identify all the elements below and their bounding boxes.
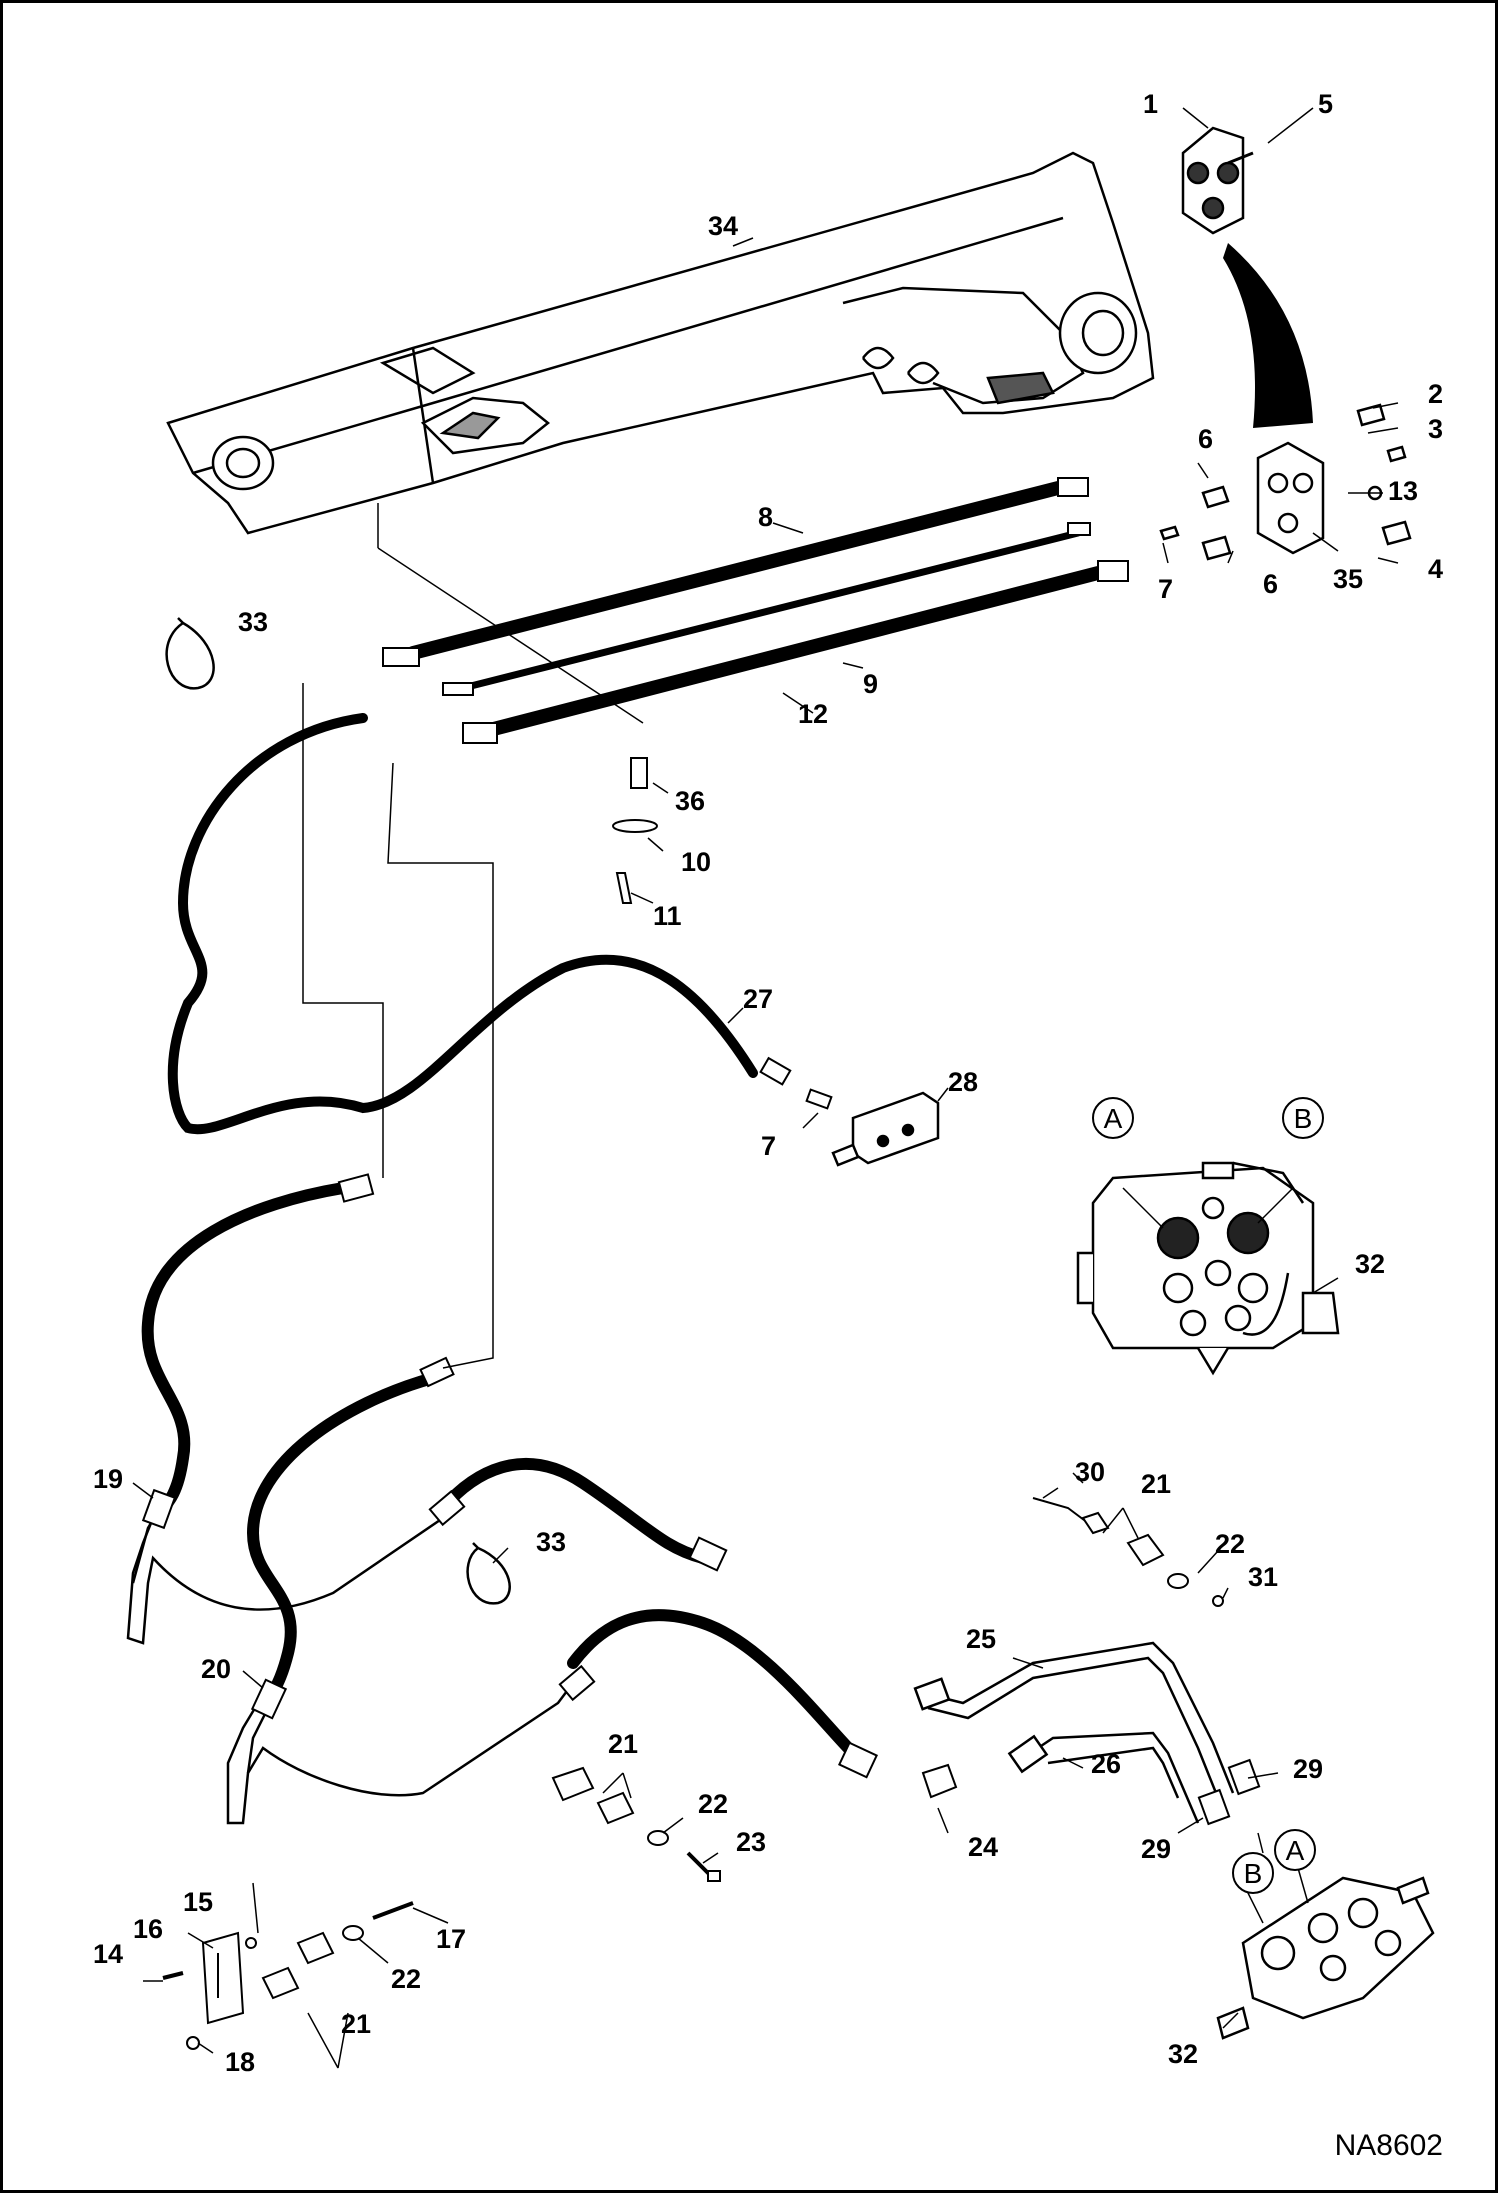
svg-text:A: A	[1104, 1103, 1123, 1134]
callout-21a: 21	[1141, 1469, 1171, 1499]
port-marker-b-top: B	[1282, 1097, 1324, 1139]
callout-14: 14	[93, 1939, 123, 1969]
callout-16: 16	[133, 1914, 163, 1944]
fittings	[141, 1056, 1261, 1826]
callout-22b: 22	[698, 1789, 728, 1819]
callout-31: 31	[1248, 1562, 1278, 1592]
coupler-block-top	[1181, 126, 1254, 235]
svg-text:A: A	[1286, 1835, 1305, 1866]
callout-21c: 21	[341, 2009, 371, 2039]
leader-lines	[132, 107, 1399, 2069]
port-marker-b-lower: B	[1232, 1852, 1274, 1894]
callout-24: 24	[968, 1832, 998, 1862]
callout-32a: 32	[1355, 1249, 1385, 1279]
callout-12: 12	[798, 699, 828, 729]
upper-hoses	[382, 477, 1129, 744]
callout-33b: 33	[536, 1527, 566, 1557]
parts-diagram: A B A B 1 2 3 4 5 6 6 7 7 8 9 10 11 12 1…	[93, 89, 1443, 2162]
callout-34: 34	[708, 211, 738, 241]
steel-tubes	[126, 1502, 1235, 1825]
callout-11: 11	[653, 901, 682, 931]
drawing-number: NA8602	[1335, 2129, 1443, 2162]
svg-text:B: B	[1294, 1103, 1313, 1134]
control-valve-top	[1076, 1161, 1340, 1376]
view-wedge	[1223, 243, 1313, 428]
tee-block-28	[831, 1091, 940, 1167]
callout-26: 26	[1091, 1749, 1121, 1779]
callout-19: 19	[93, 1464, 123, 1494]
callout-15: 15	[183, 1887, 213, 1917]
callout-36: 36	[675, 786, 705, 816]
clamp-bolt	[612, 757, 658, 904]
callout-6a: 6	[1198, 424, 1213, 454]
callout-28: 28	[948, 1067, 978, 1097]
callout-4: 4	[1428, 554, 1443, 584]
callout-6b: 6	[1263, 569, 1278, 599]
callout-30: 30	[1075, 1457, 1105, 1487]
callout-13: 13	[1388, 476, 1418, 506]
callout-5: 5	[1318, 89, 1333, 119]
callout-1: 1	[1143, 89, 1158, 119]
port-marker-a-lower: A	[1274, 1829, 1316, 1871]
port-marker-a-top: A	[1092, 1097, 1134, 1139]
callout-22a: 22	[1215, 1529, 1245, 1559]
control-valve-lower	[1216, 1876, 1435, 2040]
cable-ties	[165, 617, 511, 1605]
callout-32b: 32	[1168, 2039, 1198, 2069]
callout-3: 3	[1428, 414, 1443, 444]
callout-17: 17	[436, 1924, 466, 1954]
callout-20: 20	[201, 1654, 231, 1684]
callout-2: 2	[1428, 379, 1443, 409]
callout-10: 10	[681, 847, 711, 877]
callout-8: 8	[758, 502, 773, 532]
callout-27: 27	[743, 984, 773, 1014]
callout-35: 35	[1333, 564, 1363, 594]
clamp-hardware	[162, 1497, 1224, 2050]
callout-7a: 7	[1158, 574, 1173, 604]
curved-hoses	[141, 713, 859, 1759]
callout-25: 25	[966, 1624, 996, 1654]
coupler-block-lower	[1159, 403, 1412, 561]
callout-21b: 21	[608, 1729, 638, 1759]
callout-9: 9	[863, 669, 878, 699]
callout-23: 23	[736, 1827, 766, 1857]
callout-33a: 33	[238, 607, 268, 637]
svg-text:B: B	[1244, 1858, 1263, 1889]
lift-arm-drawing	[166, 151, 1155, 535]
callout-18: 18	[225, 2047, 255, 2077]
callout-29b: 29	[1141, 1834, 1171, 1864]
callout-22c: 22	[391, 1964, 421, 1994]
callout-29a: 29	[1293, 1754, 1323, 1784]
callout-7b: 7	[761, 1131, 776, 1161]
